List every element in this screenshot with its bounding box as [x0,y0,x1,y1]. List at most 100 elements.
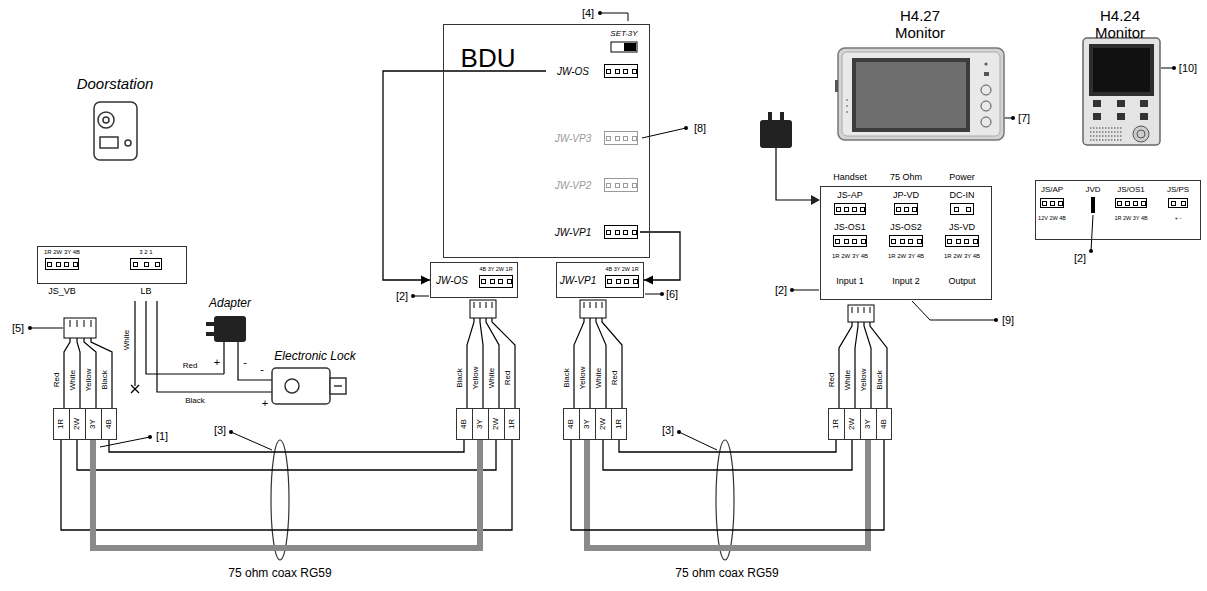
plug-box: JW-OS4B 3Y 2W 1R [430,262,518,298]
pin [632,230,637,235]
bdu-box: BDUJW-OSJW-VP3JW-VP2JW-VP1 [443,24,650,258]
wire-color: Yellow [579,367,588,390]
pin [615,136,620,141]
wire [131,385,139,393]
pin-header [604,64,638,78]
connector [383,71,546,285]
wire [134,301,135,386]
leader-dot [148,435,152,439]
doorstation-icon [125,140,131,146]
leader-line [30,328,63,329]
wire-color: Black [563,368,572,388]
pin-header [1040,198,1064,208]
monitor-illustration [984,72,989,76]
leader-dot [28,11,1176,439]
wire [870,322,887,408]
pin [947,239,952,244]
terminal-label: 2W [73,418,82,430]
leader-dot [1172,66,1176,70]
monitor-illustration [1133,126,1149,142]
plug-pin [870,307,871,313]
wire [64,148,887,408]
wire-color: Black [101,370,110,390]
monitor-illustration [985,63,988,66]
leader-line [600,13,628,21]
pin-header [889,235,923,247]
cell-divider [579,408,580,440]
bdu-port: JW-VP3 [546,130,640,146]
terminal-label: 3Y [583,419,592,429]
wire [589,318,590,408]
pin [1058,201,1063,206]
pin-header [604,178,638,192]
pin [1117,201,1122,206]
leader-dot [790,288,794,292]
pin [852,239,857,244]
monitor-illustration [1117,100,1125,107]
jumper-bar [1091,197,1095,213]
pin [133,262,138,267]
monitor-illustration [981,117,991,127]
pin [606,69,611,74]
pin [632,69,637,74]
callout-number: [4] [582,7,594,19]
pin [616,279,621,284]
device-name: Doorstation [77,76,154,93]
pin [836,207,841,212]
monitor-back-panel: Handset75 OhmPowerJS-APJP-VDDC-INJS-OS1J… [820,172,992,300]
pin [144,262,149,267]
terminal-label: 1R [832,419,841,429]
connector-name: JS-VD [949,223,975,233]
monitor-illustration [1090,131,1122,133]
monitor-illustration [1140,100,1148,107]
connector-line [383,71,546,280]
connector-name: JS/OS1 [1117,186,1145,195]
wire [223,342,224,374]
electronic-lock [330,378,346,394]
electronic-lock [272,368,346,404]
doorstation-icon [103,117,109,123]
leader-dot [994,318,998,322]
plug-pin [91,320,92,327]
wire [596,318,606,408]
pin-label: 12V 2W 4B [1038,215,1066,221]
pin-header [945,235,979,247]
pin-label: 1R 2W 3Y 4B [944,253,980,260]
monitor-illustration [1093,113,1101,120]
wire [486,318,499,408]
terminal-label: 2W [599,418,608,430]
leader-line [645,294,662,295]
power-adapter [760,120,792,148]
electronic-lock [334,385,342,387]
cable-label: 75 ohm coax RG59 [228,567,331,580]
terminal-panel: 1R 2W 3Y 4B3 2 1JS_VBLB [37,246,187,300]
pin [852,207,857,212]
leader-line [912,301,996,320]
terminal-label: 3Y [89,419,98,429]
monitor-illustration [856,62,966,128]
monitor-illustration [838,48,1004,140]
pin [861,239,866,244]
port-label: JW-VP2 [555,180,592,191]
monitor-illustration [842,52,1000,136]
polarity-sign: + [214,356,220,368]
port-function: Input 1 [836,277,864,287]
callout-number: [2] [775,284,787,296]
plug-box: JW-VP14B 3Y 2W 1R [556,262,644,298]
pin [966,207,971,212]
plug-name: JW-VP1 [560,275,597,286]
wire-color: White [488,368,497,388]
panel-heading: Power [949,173,975,183]
monitor-illustration [1083,38,1160,145]
wire-color: Black [185,397,205,406]
cable-bundle [271,440,289,560]
plug-connector [848,305,874,322]
plug-pin [864,307,865,313]
pin [624,279,629,284]
leader-dot [598,11,602,15]
connector-name: JS-OS1 [834,223,866,233]
wire-color: Red [183,362,198,371]
terminal-block: 1R2W3Y4B [828,408,892,440]
terminal-label: 4B [105,419,114,429]
